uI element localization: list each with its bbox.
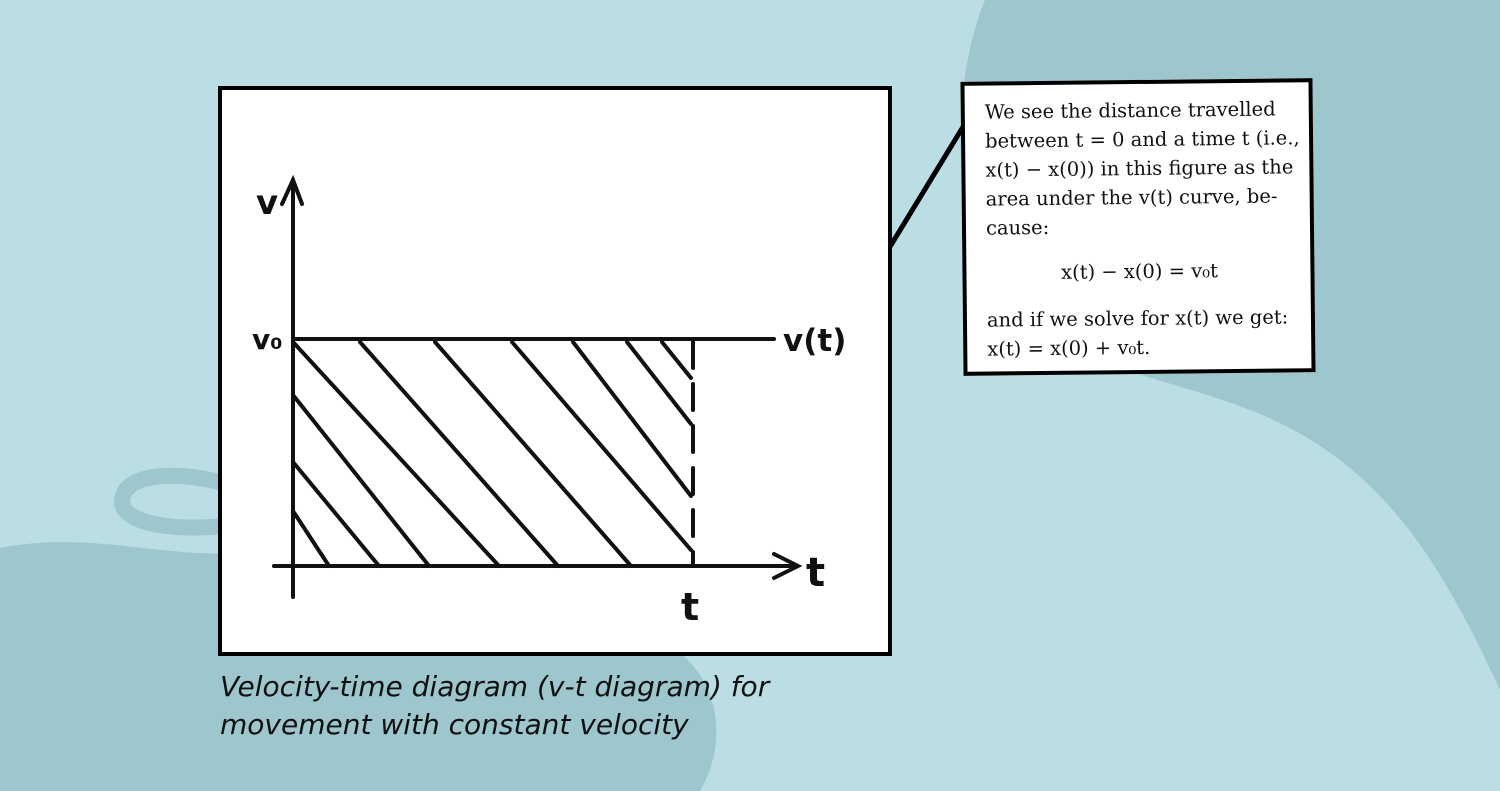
y-axis-arrowhead	[280, 174, 304, 206]
note-line: cause:	[985, 215, 1050, 240]
hatched-area	[291, 340, 693, 568]
caption-line-1: Velocity-time diagram (v-t diagram) for	[220, 670, 770, 703]
note-paragraph-2: and if we solve for x(t) we get: x(t) = …	[987, 302, 1294, 363]
note-line: x(t) − x(0)) in this figure as the	[985, 155, 1294, 182]
note-paragraph-1: We see the distance travelled between t …	[984, 94, 1300, 242]
y-axis-label: v	[256, 183, 278, 223]
x-axis-arrowhead	[772, 552, 803, 580]
note-equation: x(t) − x(0) = v₀t	[1060, 259, 1218, 284]
background-ring	[114, 467, 238, 536]
x-axis-label: t	[806, 550, 825, 596]
note-line: between t = 0 and a time t (i.e.,	[984, 126, 1300, 153]
figure-caption: Velocity-time diagram (v-t diagram) for …	[220, 668, 860, 744]
explanation-note: We see the distance travelled between t …	[960, 78, 1316, 376]
note-line: area under the v(t) curve, be-	[985, 184, 1278, 211]
note-line: x(t) = x(0) + v₀t.	[987, 335, 1151, 361]
caption-line-2: movement with constant velocity	[220, 708, 689, 741]
note-line: We see the distance travelled	[984, 97, 1276, 124]
note-line: and if we solve for x(t) we get:	[986, 305, 1289, 332]
diagram-panel: v v₀ v(t) t t	[218, 86, 892, 656]
v0-label: v₀	[252, 323, 283, 356]
t-tick-label: t	[681, 585, 699, 629]
curve-label: v(t)	[783, 323, 846, 359]
velocity-time-diagram: v v₀ v(t) t t	[252, 174, 846, 629]
